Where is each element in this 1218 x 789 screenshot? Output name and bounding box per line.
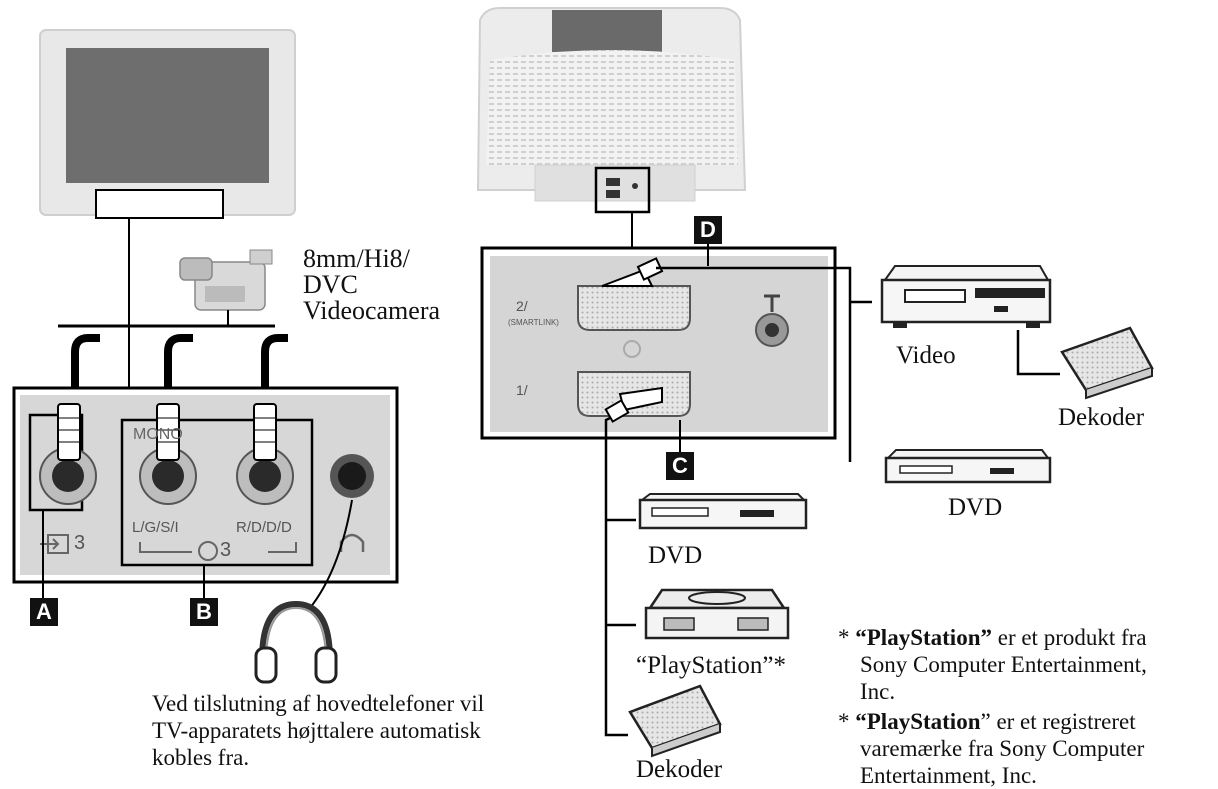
- footnote-2-bold: “PlayStation: [855, 709, 981, 734]
- group-3-label: 3: [220, 539, 232, 561]
- decoder-icon-right: [1060, 326, 1154, 400]
- footnote-1-line2: Sony Computer Entertainment,: [860, 652, 1147, 677]
- label-a-badge: A: [30, 598, 58, 626]
- footnote-1-rest: er et produkt fra: [991, 625, 1147, 650]
- right-jack-label: R/D/D/D: [236, 519, 292, 536]
- dekoder-bottom-label: Dekoder: [636, 756, 723, 783]
- headphone-note: Ved tilslutning af hovedtelefoner vil TV…: [152, 690, 484, 771]
- headphones-icon: [254, 600, 338, 684]
- dvd-right-label: DVD: [948, 494, 1003, 521]
- camera-label-line1: 8mm/Hi8/: [303, 244, 410, 273]
- video-label: Video: [896, 342, 956, 369]
- label-b-badge: B: [190, 598, 218, 626]
- footnote-1-line3: Inc.: [860, 679, 896, 704]
- dvd-left-label: DVD: [648, 542, 703, 569]
- vcr-icon: [880, 265, 1052, 328]
- decoder-icon-bottom: [628, 684, 722, 758]
- camera-label-line3: Videocamera: [303, 296, 441, 325]
- scart-socket-2: [577, 285, 691, 331]
- label-c-badge: C: [666, 452, 694, 480]
- port-3-label: 3: [74, 532, 86, 554]
- videocamera-icon: [179, 249, 273, 311]
- scart-plug-d: [601, 257, 664, 287]
- jack-audio-right: [236, 403, 294, 505]
- label-d-badge: D: [694, 216, 722, 244]
- headphone-jack: [330, 454, 374, 498]
- dvd-player-icon-left: [638, 493, 808, 530]
- footnote-2-line2: varemærke fra Sony Computer: [860, 736, 1145, 761]
- headphone-note-line2: TV-apparatets højttalere automatisk: [152, 718, 481, 743]
- footnote-1-star: *: [838, 625, 856, 650]
- footnote-2: * “PlayStation” er et registreret varemæ…: [838, 708, 1144, 789]
- headphone-note-line1: Ved tilslutning af hovedtelefoner vil: [152, 691, 485, 716]
- dekoder-right-label: Dekoder: [1058, 404, 1145, 431]
- footnote-2-line3: Entertainment, Inc.: [860, 763, 1037, 788]
- footnote-1-bold: “PlayStation”: [855, 625, 992, 650]
- footnote-1: * “PlayStation” er et produkt fra Sony C…: [838, 624, 1147, 705]
- dvd-player-icon-right: [884, 449, 1052, 484]
- smartlink-label: (SMARTLINK): [508, 318, 559, 327]
- front-tv-illustration: [39, 29, 296, 219]
- headphone-icon-small: [339, 533, 365, 552]
- left-jack-label: L/G/S/I: [132, 519, 179, 536]
- jack-audio-left: [139, 403, 197, 505]
- playstation-label: “PlayStation”*: [636, 652, 786, 679]
- mono-label: MONO: [133, 426, 183, 443]
- scart-1-label: 1/: [516, 382, 528, 398]
- scart-plug-c: [604, 386, 663, 423]
- input-arrow-group-icon: [139, 541, 297, 561]
- rear-tv-illustration: [476, 7, 747, 214]
- playstation-console-icon: [644, 588, 790, 640]
- footnote-2-rest: ” er et registreret: [980, 709, 1136, 734]
- antenna-socket: [755, 294, 789, 347]
- scart-2-label: 2/: [516, 298, 528, 314]
- headphone-note-line3: kobles fra.: [152, 745, 250, 770]
- jack-video-3: [39, 403, 97, 505]
- camera-label-line2: DVC: [303, 270, 358, 299]
- footnote-2-star: *: [838, 709, 856, 734]
